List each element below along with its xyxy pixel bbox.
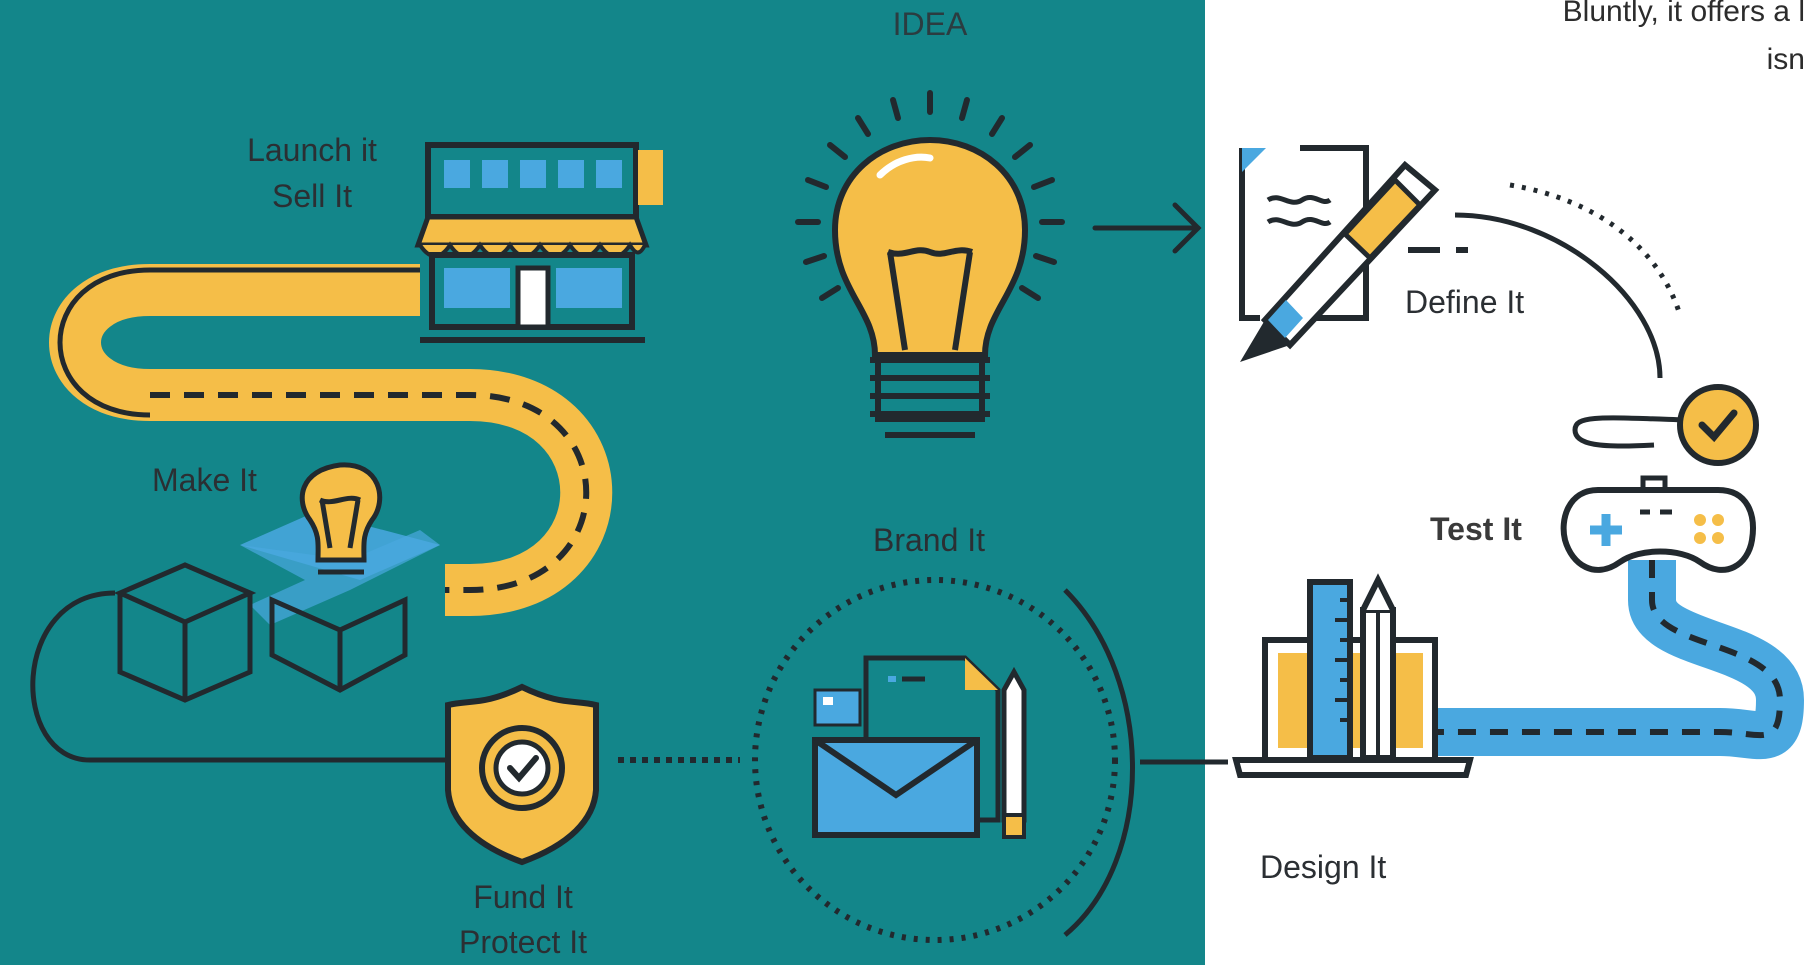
shield-check-icon [445,683,599,866]
arrow-right-icon [1092,202,1202,254]
protect-label: Protect It [458,924,588,960]
storefront-icon [414,142,663,343]
test-label: Test It [1430,511,1522,547]
laptop-ruler-pencil-icon [1232,573,1474,778]
envelope-documents-icon [752,577,1118,943]
define-label: Define It [1405,284,1525,320]
brand-label: Brand It [872,522,986,558]
design-label: Design It [1260,849,1387,885]
top-note-text: Bluntly, it offers a l isn [1485,0,1805,84]
top-note-line-1: Bluntly, it offers a l [1562,0,1805,28]
lightbulb-icon [795,90,1065,438]
fund-label: Fund It [473,879,573,915]
yellow-road [49,264,613,616]
make-label: Make It [152,462,257,498]
top-note-line-2: isn [1766,43,1805,76]
document-pen-icon [1239,145,1440,362]
box-with-bulb-icon [113,462,440,703]
idea-label: IDEA [892,6,968,42]
sell-label: Sell It [271,178,353,214]
launch-label: Launch it [247,132,377,168]
gamepad-check-icon [1560,384,1759,573]
blue-road [1430,560,1804,760]
connector-lines [30,182,1683,937]
